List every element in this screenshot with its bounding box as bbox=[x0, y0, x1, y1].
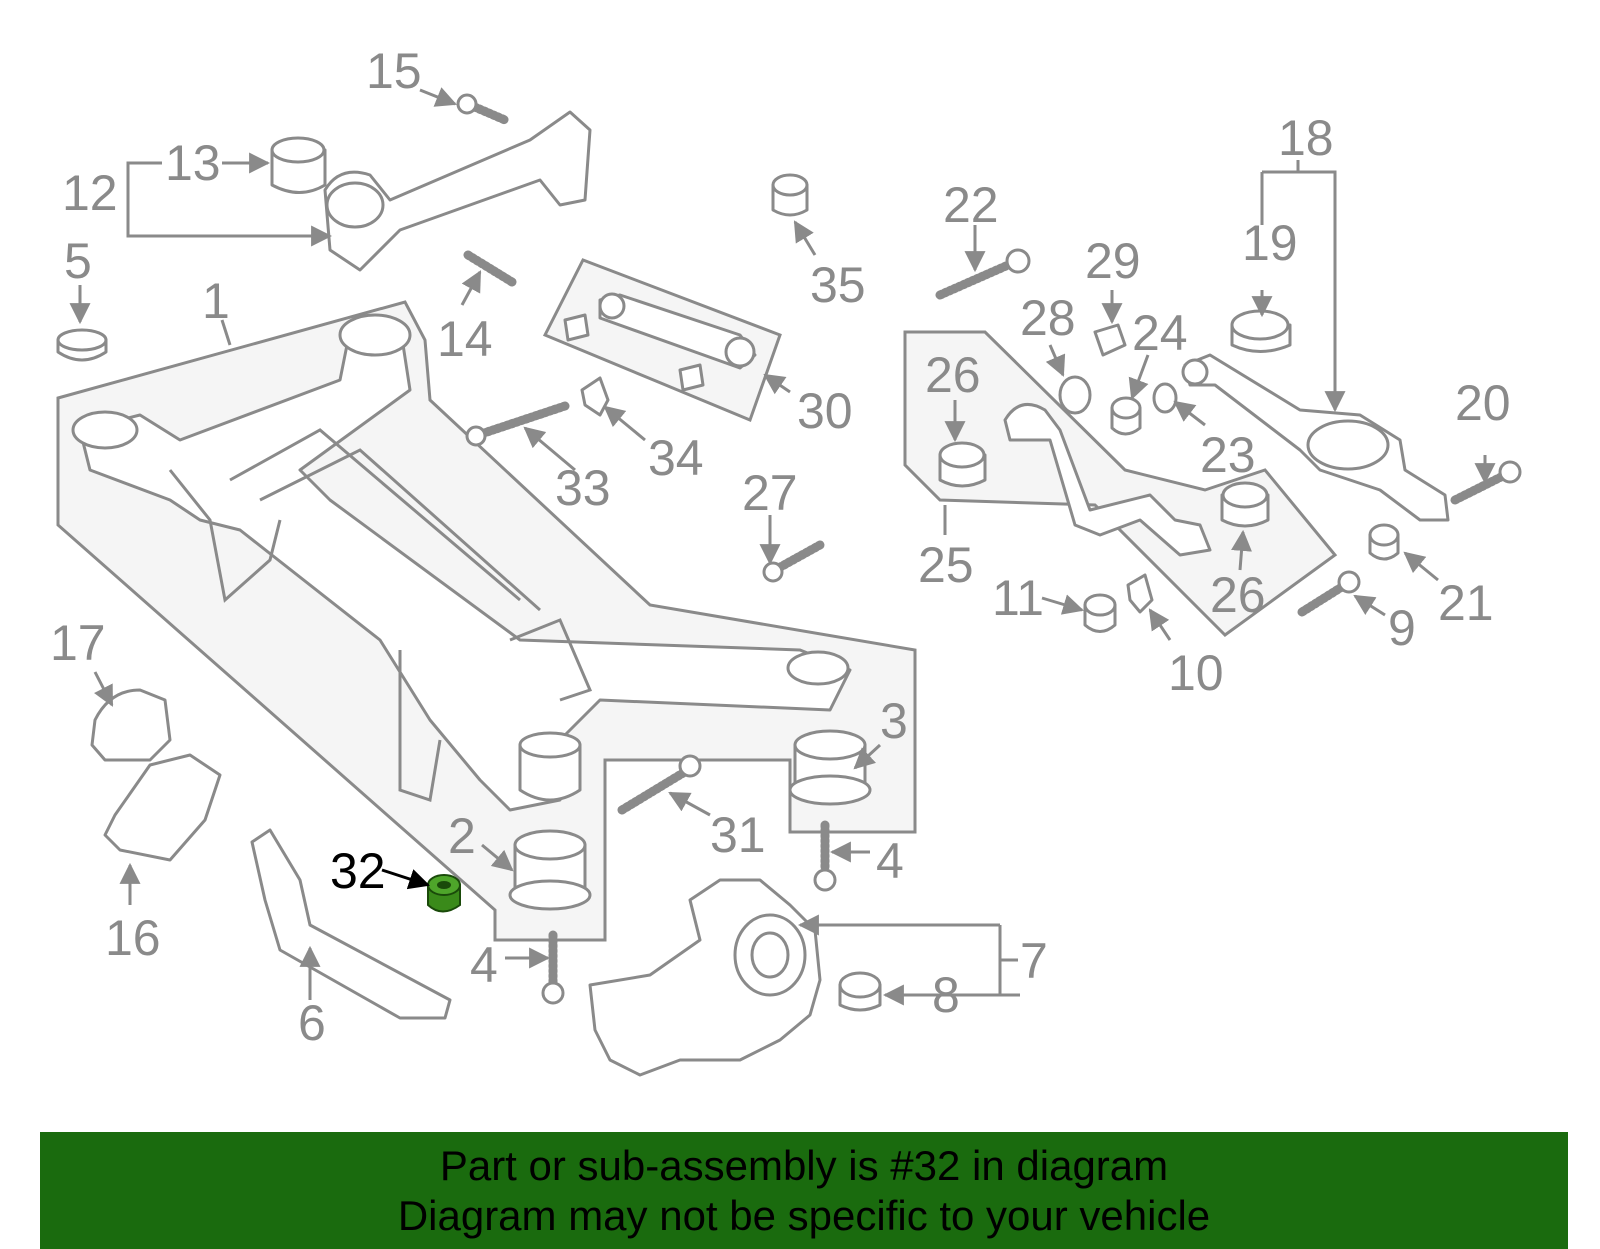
bushing-2 bbox=[508, 829, 592, 911]
callout-30[interactable]: 30 bbox=[797, 383, 853, 439]
plate-34 bbox=[580, 376, 610, 417]
callout-34[interactable]: 34 bbox=[648, 430, 704, 486]
ring-28 bbox=[1058, 375, 1092, 415]
washer-23 bbox=[1152, 382, 1178, 414]
nut-35 bbox=[771, 173, 809, 217]
callout-24[interactable]: 24 bbox=[1132, 305, 1188, 361]
callout-23[interactable]: 23 bbox=[1200, 427, 1256, 483]
nut-21 bbox=[1368, 523, 1400, 561]
bushing-3 bbox=[788, 729, 872, 806]
bushing-subframe bbox=[518, 731, 582, 802]
bolt-33-head bbox=[465, 425, 487, 447]
bushing-13 bbox=[270, 136, 327, 194]
callout-16[interactable]: 16 bbox=[105, 910, 161, 966]
washer-5 bbox=[56, 328, 108, 362]
bracket-16 bbox=[103, 753, 222, 862]
bolt-27 bbox=[770, 540, 825, 575]
callout-11[interactable]: 11 bbox=[992, 570, 1044, 626]
callout-10[interactable]: 10 bbox=[1168, 645, 1224, 701]
nut-24 bbox=[1110, 396, 1142, 436]
knuckle-7 bbox=[588, 878, 822, 1077]
callout-3[interactable]: 3 bbox=[880, 693, 908, 749]
bolt-20 bbox=[1450, 470, 1510, 505]
bolt-31-head bbox=[678, 754, 702, 778]
bolt-22-head bbox=[1005, 248, 1031, 274]
parts-diagram: 1 2 3 4 4 5 6 7 8 9 10 11 12 13 14 15 16… bbox=[50, 43, 1522, 1077]
bolt-4-b-head bbox=[541, 981, 565, 1005]
bolt-4-a-head bbox=[813, 868, 837, 892]
bracket-6 bbox=[250, 828, 452, 1020]
callout-35[interactable]: 35 bbox=[810, 257, 866, 313]
bolt-31 bbox=[617, 765, 693, 815]
bushing-8 bbox=[838, 971, 882, 1012]
nut-11 bbox=[1083, 593, 1117, 633]
callout-12[interactable]: 12 bbox=[62, 165, 118, 221]
mount-17 bbox=[90, 688, 172, 762]
callout-27[interactable]: 27 bbox=[742, 465, 798, 521]
nut-29 bbox=[1093, 323, 1127, 357]
banner-line-disclaimer: Diagram may not be specific to your vehi… bbox=[397, 1192, 1211, 1239]
banner-line-part-info: Part or sub-assembly is #32 in diagram bbox=[439, 1142, 1169, 1189]
link-group-30 bbox=[542, 258, 782, 422]
nut-32-highlighted[interactable] bbox=[427, 874, 461, 913]
bolt-9-head bbox=[1337, 570, 1361, 594]
callout-32-highlighted[interactable]: 32 bbox=[330, 843, 386, 899]
bolt-14 bbox=[463, 250, 517, 287]
bolt-9 bbox=[1297, 580, 1350, 617]
callout-19[interactable]: 19 bbox=[1242, 215, 1298, 271]
callout-17[interactable]: 17 bbox=[50, 615, 106, 671]
bolt-27-head bbox=[762, 561, 784, 583]
bushing-26-b bbox=[1220, 481, 1270, 528]
callout-9[interactable]: 9 bbox=[1388, 600, 1416, 656]
callout-29[interactable]: 29 bbox=[1085, 233, 1141, 289]
bolt-15-head bbox=[456, 93, 478, 115]
callout-4-a[interactable]: 4 bbox=[876, 833, 904, 889]
callout-8[interactable]: 8 bbox=[932, 967, 960, 1023]
bolt-20-head bbox=[1498, 460, 1522, 484]
callout-labels: 1 2 3 4 4 5 6 7 8 9 10 11 12 13 14 15 16… bbox=[50, 43, 1511, 1051]
bolt-22 bbox=[935, 257, 1020, 300]
callout-7[interactable]: 7 bbox=[1020, 933, 1048, 989]
callout-18[interactable]: 18 bbox=[1278, 110, 1334, 166]
callout-4-b[interactable]: 4 bbox=[470, 937, 498, 993]
callout-5[interactable]: 5 bbox=[64, 233, 92, 289]
bolt-33 bbox=[473, 401, 570, 440]
bushing-26-a bbox=[938, 441, 987, 488]
callout-21[interactable]: 21 bbox=[1438, 575, 1494, 631]
callout-31[interactable]: 31 bbox=[710, 807, 766, 863]
callout-13[interactable]: 13 bbox=[165, 135, 221, 191]
plate-10 bbox=[1126, 573, 1154, 614]
link-group-25 bbox=[903, 330, 1338, 637]
callout-28[interactable]: 28 bbox=[1020, 290, 1076, 346]
callout-22[interactable]: 22 bbox=[943, 177, 999, 233]
bushing-19 bbox=[1230, 309, 1292, 353]
callout-15[interactable]: 15 bbox=[366, 43, 422, 99]
callout-2[interactable]: 2 bbox=[448, 808, 476, 864]
callout-26-a[interactable]: 26 bbox=[925, 347, 981, 403]
callout-14[interactable]: 14 bbox=[437, 311, 493, 367]
control-arm-12 bbox=[323, 110, 592, 272]
control-arm-18 bbox=[1181, 353, 1450, 522]
subframe-group bbox=[56, 300, 917, 942]
callout-26-b[interactable]: 26 bbox=[1210, 567, 1266, 623]
callout-20[interactable]: 20 bbox=[1455, 375, 1511, 431]
callout-33[interactable]: 33 bbox=[555, 460, 611, 516]
callout-1[interactable]: 1 bbox=[202, 273, 230, 329]
info-banner: Part or sub-assembly is #32 in diagram D… bbox=[40, 1132, 1568, 1249]
callout-25[interactable]: 25 bbox=[918, 537, 974, 593]
leader-lines bbox=[69, 87, 1496, 1006]
callout-6[interactable]: 6 bbox=[298, 995, 326, 1051]
